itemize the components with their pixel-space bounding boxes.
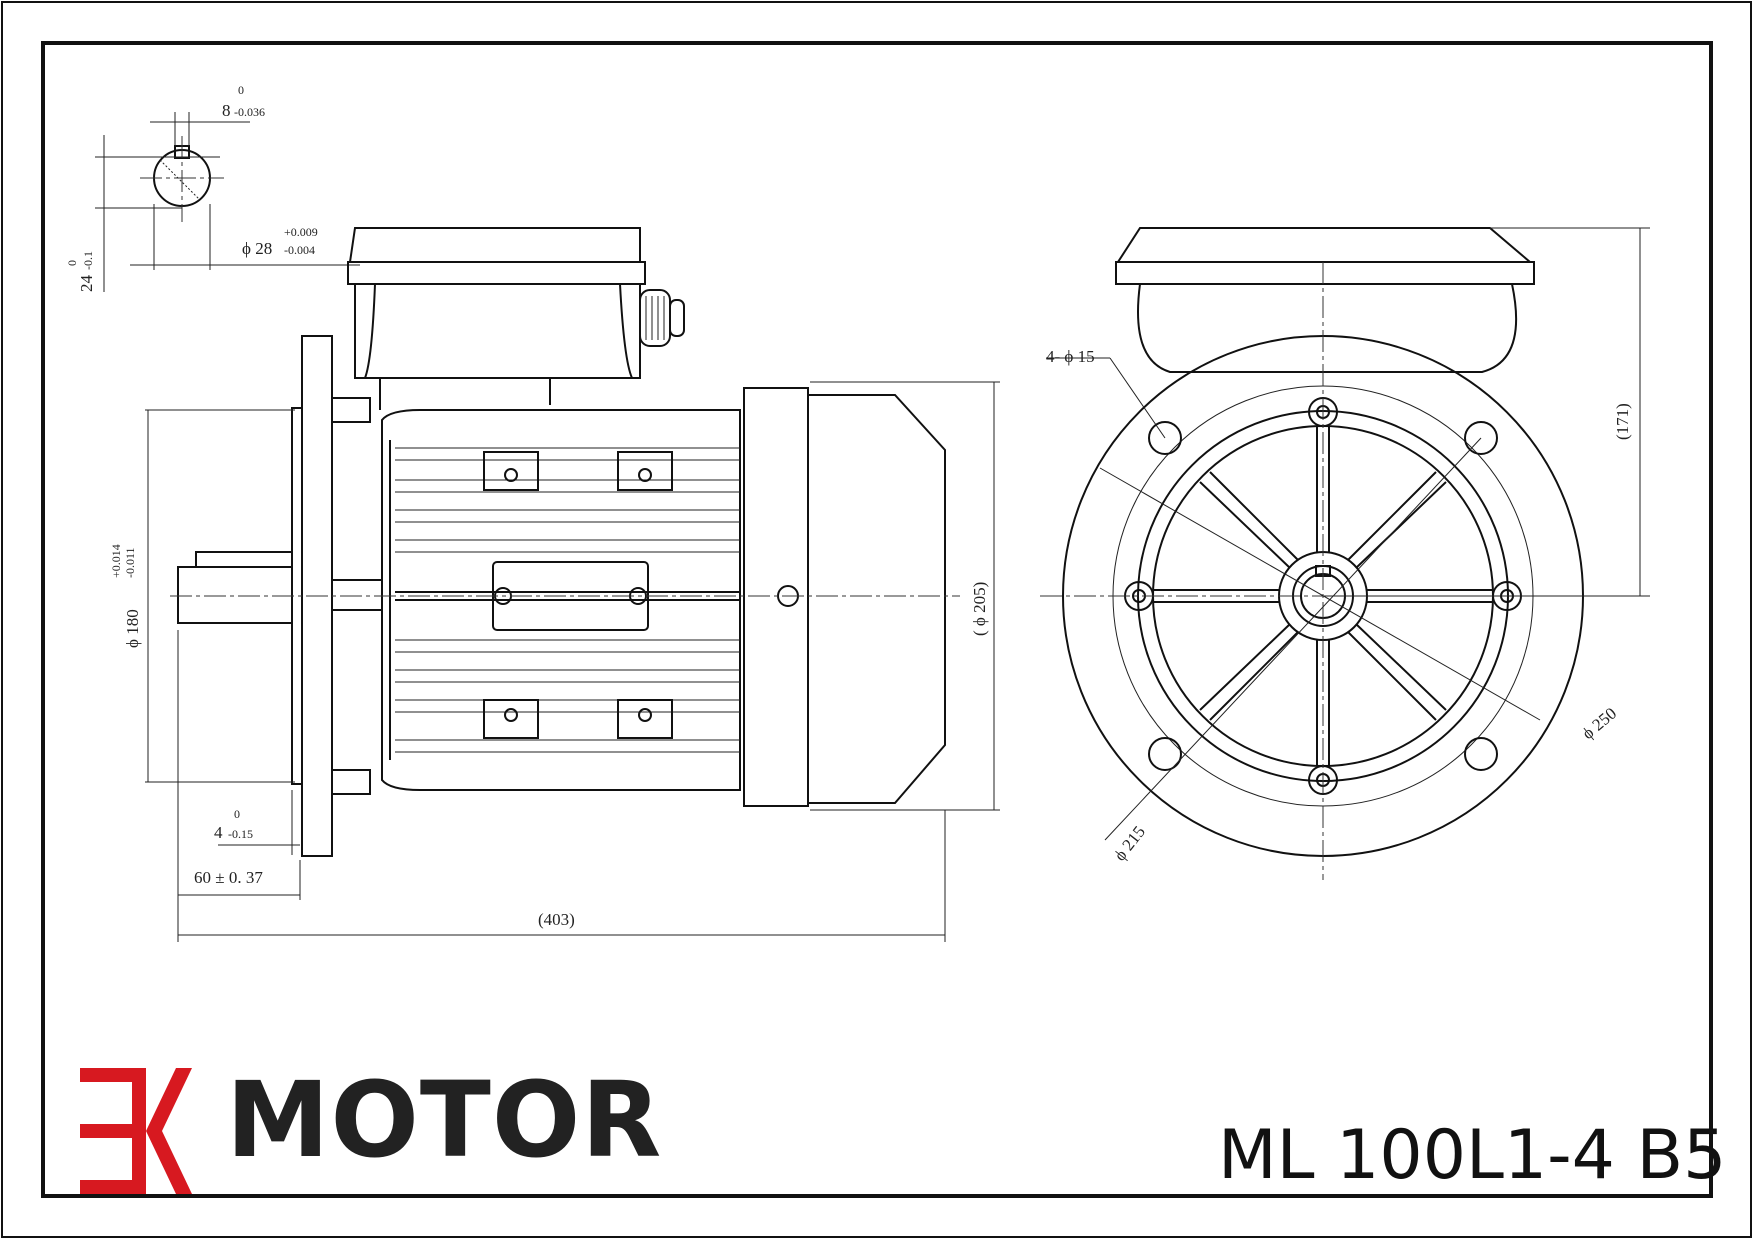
spigot-diameter-dim: ϕ 180 (123, 609, 142, 648)
flange-offset-tol-upper: 0 (234, 807, 240, 821)
spigot-tol-upper: +0.014 (109, 544, 123, 578)
key-depth-tol-upper: 0 (65, 260, 79, 266)
shaft-diameter-dim: ϕ 28 (242, 239, 272, 258)
shaft-length-dim: 60 ± 0. 37 (194, 868, 263, 887)
flange-offset-dim: 4 (214, 823, 223, 842)
shaft-tol-upper: +0.009 (284, 225, 318, 239)
box-height-dim: (171) (1613, 403, 1632, 440)
motor-end-view (1040, 227, 1650, 880)
key-width-dim: 8 (222, 101, 231, 120)
key-depth-tol-lower: -0.1 (81, 251, 95, 270)
ek-logo-mark (80, 1068, 192, 1194)
shaft-tol-lower: -0.004 (284, 243, 315, 257)
side-view-dim-lines (145, 381, 1000, 942)
drawing-frame (41, 41, 1713, 1198)
key-depth-dim: 24 (77, 275, 96, 293)
body-diameter-dim: ( ϕ 205) (970, 582, 989, 636)
key-width-tol-upper: 0 (238, 83, 244, 97)
bolt-holes-dim: 4- ϕ 15 (1046, 347, 1095, 366)
flange-offset-tol-lower: -0.15 (228, 827, 253, 841)
model-designation: ML 100L1-4 B5 (1218, 1116, 1726, 1195)
spigot-tol-lower: -0.011 (123, 547, 137, 578)
brand-name: MOTOR (226, 1059, 662, 1181)
overall-length-dim: (403) (538, 910, 575, 929)
brand-logo: MOTOR (80, 1059, 662, 1194)
shaft-section-view (95, 112, 360, 292)
flange-diameter-dim: ϕ 250 (1578, 704, 1620, 743)
motor-side-view (170, 227, 960, 857)
key-width-tol-lower: -0.036 (234, 105, 265, 119)
